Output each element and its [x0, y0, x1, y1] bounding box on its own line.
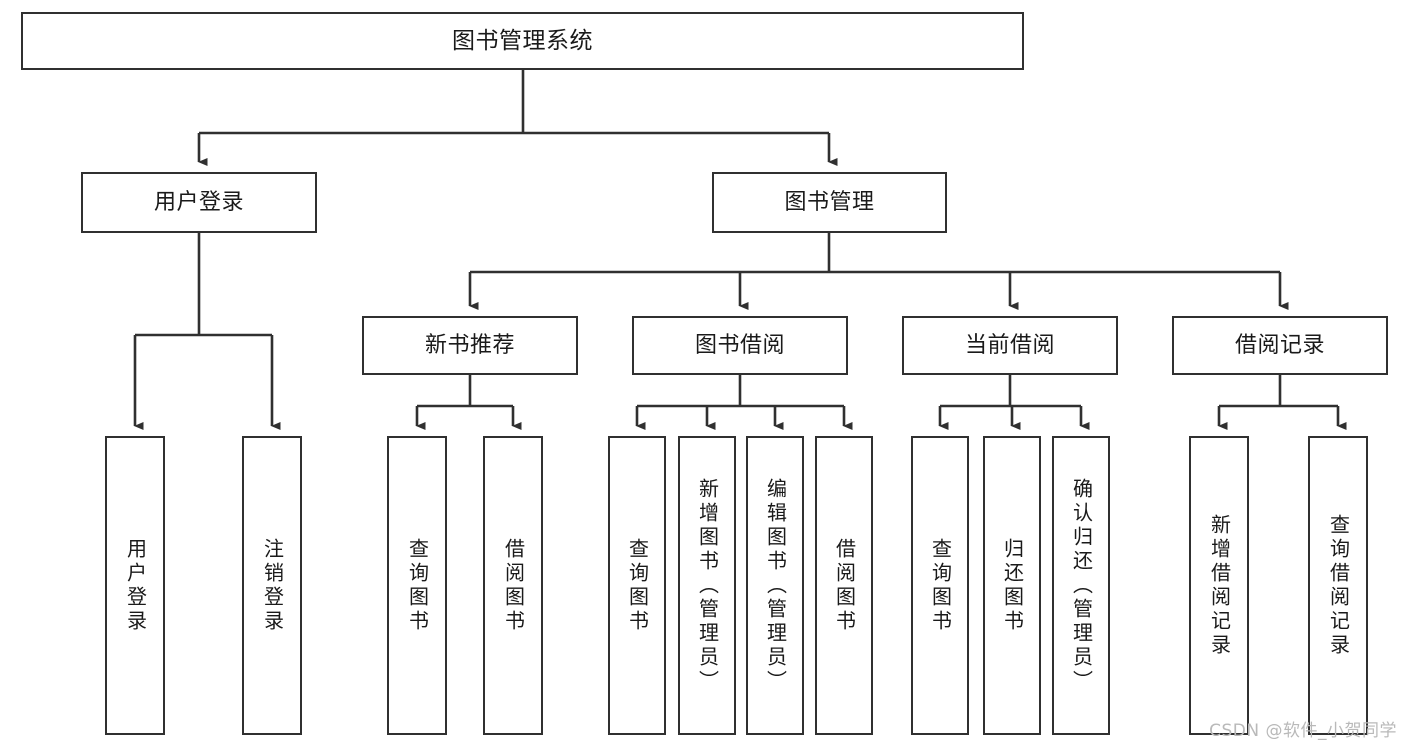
leaf-node-label: 借阅图书 — [501, 537, 526, 634]
leaf-node-label: 注销登录 — [260, 537, 285, 634]
leaf-node-label: 编辑图书（管理员） — [763, 477, 788, 694]
leaf-node-label: 查询图书 — [625, 537, 650, 634]
leaf-node[interactable]: 借阅图书 — [483, 436, 543, 735]
leaf-node[interactable]: 借阅图书 — [815, 436, 873, 735]
leaf-node[interactable]: 查询借阅记录 — [1308, 436, 1368, 735]
leaf-node[interactable]: 用户登录 — [105, 436, 165, 735]
leaf-node[interactable]: 查询图书 — [387, 436, 447, 735]
leaf-node[interactable]: 确认归还（管理员） — [1052, 436, 1110, 735]
leaf-node-label: 查询借阅记录 — [1326, 513, 1351, 658]
node-user-login-label: 用户登录 — [153, 189, 244, 215]
node-root-label: 图书管理系统 — [452, 27, 593, 54]
node-book-management[interactable]: 图书管理 — [712, 172, 947, 233]
node-book-borrow-label: 图书借阅 — [694, 332, 785, 358]
node-book-management-label: 图书管理 — [784, 189, 875, 215]
node-borrow-record-label: 借阅记录 — [1234, 332, 1325, 358]
leaf-node-label: 新增借阅记录 — [1207, 513, 1232, 658]
leaf-node[interactable]: 注销登录 — [242, 436, 302, 735]
leaf-node-label: 借阅图书 — [832, 537, 857, 634]
node-user-login[interactable]: 用户登录 — [81, 172, 317, 233]
leaf-node[interactable]: 查询图书 — [911, 436, 969, 735]
leaf-node[interactable]: 编辑图书（管理员） — [746, 436, 804, 735]
leaf-node-label: 查询图书 — [928, 537, 953, 634]
leaf-node-label: 归还图书 — [1000, 537, 1025, 634]
leaf-node-label: 确认归还（管理员） — [1069, 477, 1094, 694]
leaf-node-label: 新增图书（管理员） — [695, 477, 720, 694]
leaf-node[interactable]: 新增图书（管理员） — [678, 436, 736, 735]
leaf-node[interactable]: 归还图书 — [983, 436, 1041, 735]
node-root[interactable]: 图书管理系统 — [21, 12, 1024, 70]
node-borrow-record[interactable]: 借阅记录 — [1172, 316, 1388, 375]
leaf-node[interactable]: 新增借阅记录 — [1189, 436, 1249, 735]
node-new-book-recommend[interactable]: 新书推荐 — [362, 316, 578, 375]
leaf-node-label: 查询图书 — [405, 537, 430, 634]
node-book-borrow[interactable]: 图书借阅 — [632, 316, 848, 375]
leaf-node[interactable]: 查询图书 — [608, 436, 666, 735]
leaf-node-label: 用户登录 — [123, 537, 148, 634]
node-current-borrow[interactable]: 当前借阅 — [902, 316, 1118, 375]
node-new-book-recommend-label: 新书推荐 — [424, 332, 515, 358]
node-current-borrow-label: 当前借阅 — [964, 332, 1055, 358]
